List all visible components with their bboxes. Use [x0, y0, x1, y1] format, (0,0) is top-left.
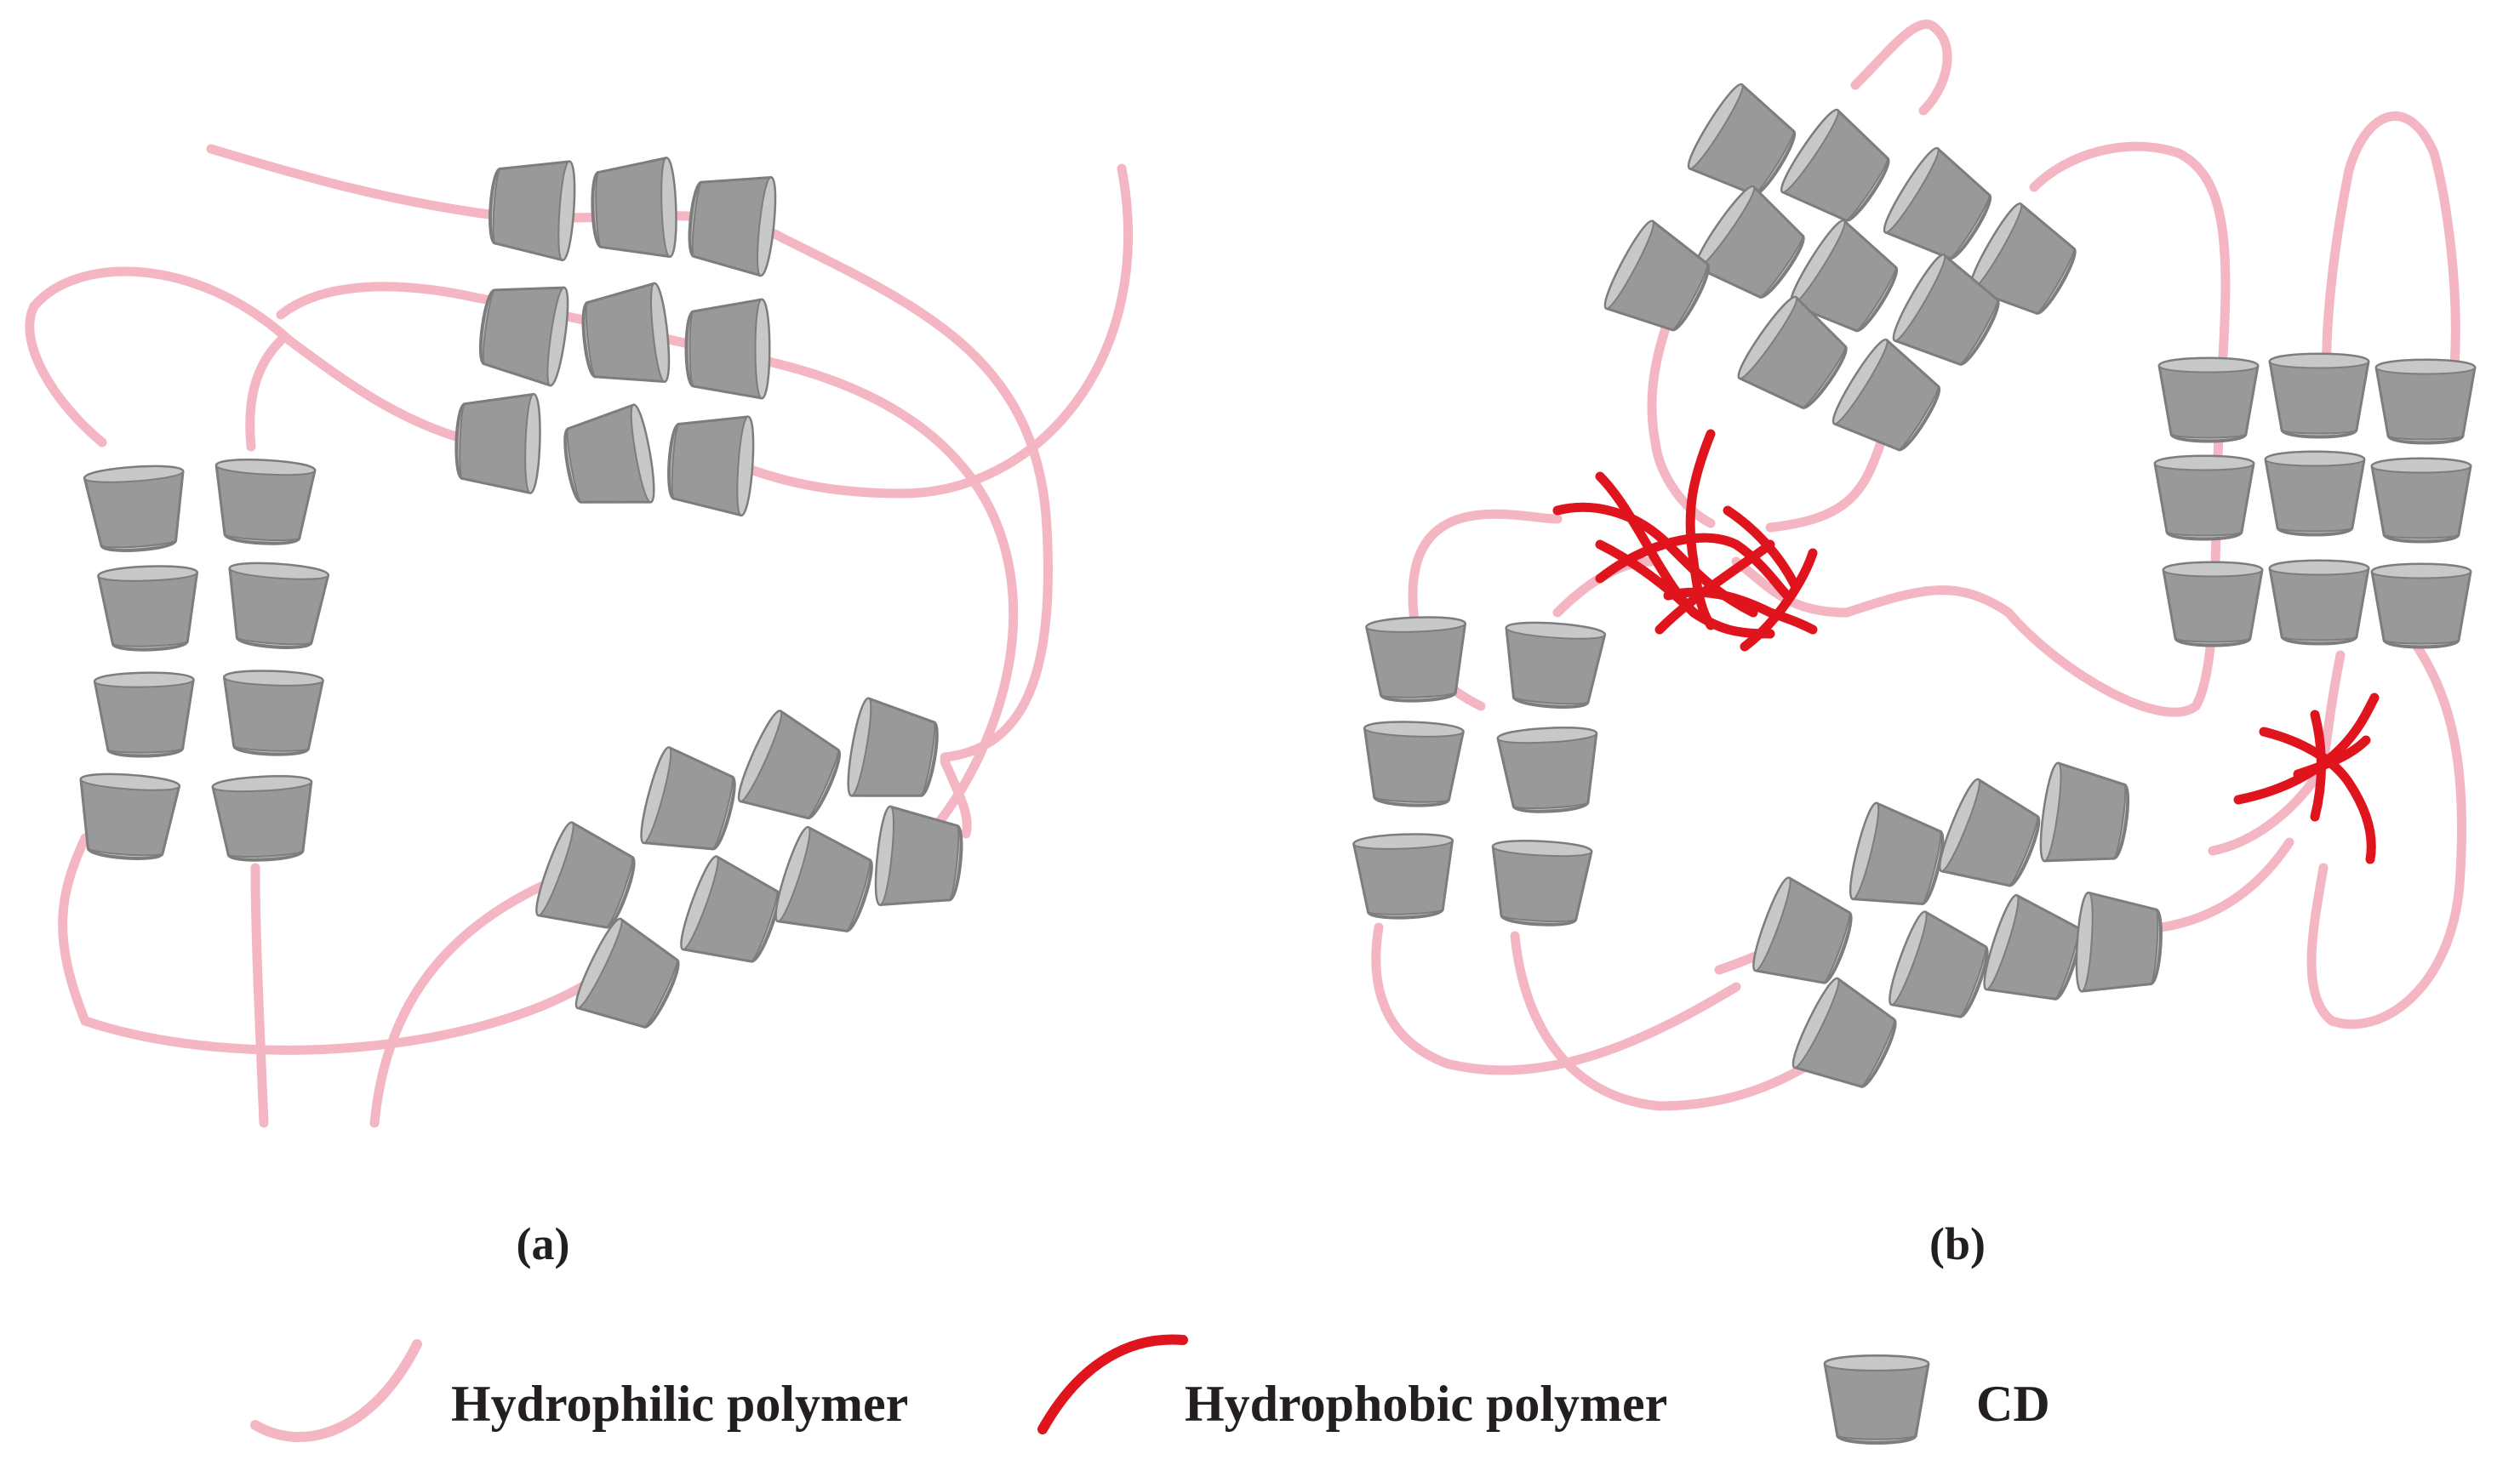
hydrophilic-polymer-icon — [250, 1339, 422, 1442]
hydrophobic-junction-upper — [1552, 429, 1818, 652]
legend-item-cd: CD — [1823, 1354, 2050, 1445]
cd-stack-b-top — [1598, 79, 2088, 465]
hydrophobic-junction-right — [2233, 693, 2380, 864]
hydrophilic-chains-a — [25, 144, 1134, 1128]
panel-a-label: (a) — [517, 1218, 570, 1269]
cd-stack-b-bottom — [1746, 761, 2166, 1103]
legend: Hydrophilic polymer Hydrophobic polymer … — [250, 1334, 2050, 1445]
panel-b-label: (b) — [1929, 1218, 1986, 1269]
cd-stack-a-top — [453, 155, 780, 517]
hydrophilic-chains-b — [1371, 20, 2467, 1111]
cd-stack-a-left — [74, 456, 330, 864]
cd-stack-b-left — [1351, 614, 1607, 929]
panel-b: (b) — [1351, 20, 2477, 1269]
panel-a: (a) — [25, 144, 1134, 1269]
legend-label-hydrophobic: Hydrophobic polymer — [1185, 1376, 1667, 1432]
legend-item-hydrophobic: Hydrophobic polymer — [1037, 1334, 1667, 1434]
legend-label-hydrophilic: Hydrophilic polymer — [451, 1376, 908, 1432]
cd-stack-b-right — [2153, 352, 2477, 649]
legend-label-cd: CD — [1976, 1376, 2050, 1432]
legend-item-hydrophilic: Hydrophilic polymer — [250, 1339, 908, 1442]
hydrophobic-polymer-icon — [1037, 1334, 1188, 1434]
cd-icon — [1823, 1354, 1930, 1445]
cd-stack-a-bottom — [529, 695, 968, 1043]
